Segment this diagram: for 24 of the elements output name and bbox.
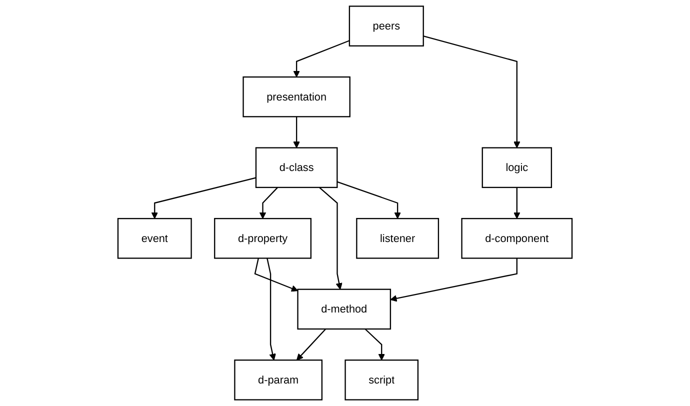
node-box: d-method <box>297 288 392 330</box>
node-box: event <box>117 218 192 259</box>
node-box: d-param <box>234 360 323 400</box>
node-box: peers <box>348 6 424 46</box>
arrow <box>336 181 401 219</box>
node-box: listener <box>356 218 440 259</box>
arrow <box>151 177 256 219</box>
node-box: presentation <box>242 76 350 118</box>
node-box: d-component <box>461 218 573 259</box>
arrow <box>293 116 300 148</box>
arrow <box>259 187 278 219</box>
node-box: logic <box>482 147 552 188</box>
arrow <box>293 40 350 78</box>
node-box: d-property <box>214 218 312 259</box>
arrow <box>513 187 520 219</box>
arrow <box>364 328 386 360</box>
arrow <box>296 328 326 360</box>
arrow <box>318 187 342 290</box>
arrow <box>254 258 298 292</box>
arrow <box>266 258 276 360</box>
arrow <box>423 36 520 148</box>
node-box: script <box>344 360 419 400</box>
node-box: d-class <box>255 147 338 188</box>
arrow <box>390 258 518 302</box>
